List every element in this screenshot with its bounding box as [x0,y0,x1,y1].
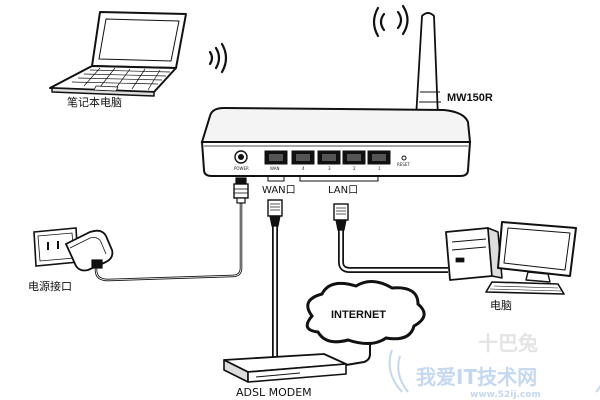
lan-port-callout: LAN口 [328,185,358,196]
dc-plug [233,177,249,204]
wan-port-callout: WAN口 [262,185,296,196]
watermark-corner-text: 十巴兔 [478,331,538,355]
watermark-title: 我爱IT技术网 [416,365,537,389]
wifi-signal-icon [208,42,228,74]
watermark: 我爱IT技术网 www.52ij.com 十巴兔 [388,331,600,400]
adsl-modem [223,353,347,383]
lan-ports [291,150,391,165]
antenna-signal-icon [372,4,409,38]
laptop-icon [49,11,187,97]
power-socket-label: 电源接口 [28,279,72,293]
lan-cable [338,230,448,273]
lan-port-number-3: 3 [328,166,331,171]
internet-cloud-icon [305,280,426,345]
lan-rj45-plug [333,203,349,231]
wan-port-label: WAN [270,166,279,171]
power-cable [94,200,243,282]
laptop-label: 笔记本电脑 [67,95,122,109]
internet-label: INTERNET [331,309,386,321]
router [200,106,472,177]
wan-port [264,150,288,165]
lan-port-number-4: 4 [302,166,305,171]
reset-label: RESET [397,162,410,167]
desktop-label: 电脑 [490,299,512,312]
modem-label: ADSL MODEM [236,386,312,399]
watermark-url: www.52ij.com [470,390,541,400]
reset-button [401,155,407,161]
power-port-label: POWER [234,166,249,171]
lan-port-number-2: 2 [353,166,356,171]
lan-port-number-1: 1 [378,166,381,171]
wan-rj45-plug [267,199,283,227]
watermark-wings-icon [388,349,600,393]
power-adapter [64,229,114,272]
power-jack [234,150,248,164]
desktop-computer-icon [445,221,577,295]
router-model-label: MW150R [447,92,493,104]
port-brackets [267,176,379,182]
internet-link-line [339,344,371,367]
